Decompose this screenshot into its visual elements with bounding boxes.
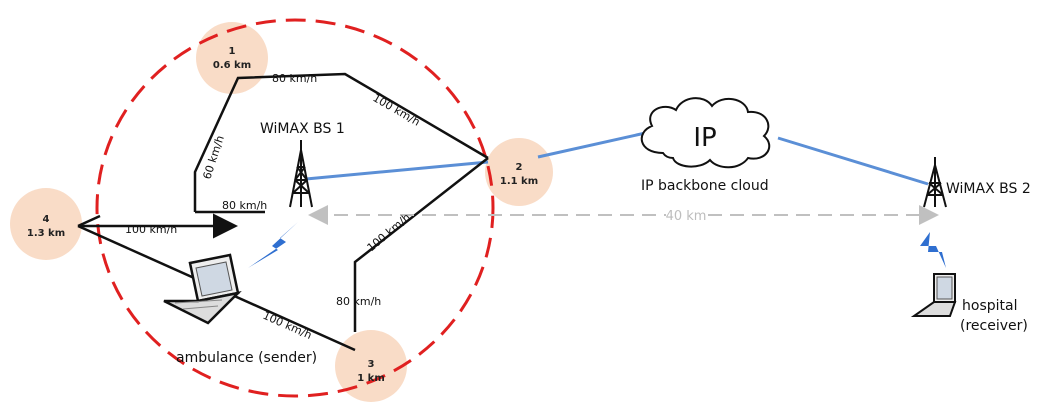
speed-label-1-2: 100 km/h	[371, 91, 423, 128]
wireless-link-bs2-icon	[920, 232, 946, 268]
backbone-link-cloud-right	[777, 136, 929, 186]
speed-label-arrow: 100 km/h	[125, 223, 177, 236]
speed-label-inner: 80 km/h	[222, 199, 267, 212]
speed-label-left: 60 km/h	[200, 134, 226, 181]
receiver-label-line1: hospital	[962, 298, 1017, 314]
waypoint-2-circle	[485, 138, 553, 206]
route-path-2-3	[353, 157, 489, 332]
cloud-caption: IP backbone cloud	[641, 178, 769, 194]
wireless-link-bs1-icon	[248, 222, 298, 268]
waypoint-2-number: 2	[516, 162, 523, 173]
speed-label-top: 80 km/h	[272, 72, 317, 85]
ambulance-laptop-icon	[163, 253, 242, 325]
waypoint-4-distance: 1.3 km	[27, 228, 65, 239]
hospital-laptop-icon	[910, 273, 957, 317]
waypoint-3-distance: 1 km	[357, 373, 385, 384]
distance-label: 40 km	[666, 209, 707, 224]
waypoint-3-number: 3	[368, 359, 375, 370]
backbone-link-bs1	[305, 160, 489, 181]
waypoint-1-circle	[196, 22, 268, 94]
bs1-label: WiMAX BS 1	[260, 121, 345, 137]
backbone-link-cloud-left	[537, 130, 651, 159]
speed-label-3-vertical: 80 km/h	[336, 295, 381, 308]
waypoint-1-number: 1	[229, 46, 236, 57]
receiver-label-line2: (receiver)	[960, 318, 1028, 334]
wimax-bs2-tower-icon	[923, 157, 947, 208]
sender-label: ambulance (sender)	[176, 350, 317, 366]
speed-label-2-3: 100 km/h	[365, 211, 413, 255]
route-path-1-2	[193, 72, 489, 212]
wimax-bs1-tower-icon	[289, 140, 313, 208]
waypoint-2-distance: 1.1 km	[500, 176, 538, 187]
waypoint-4-circle	[10, 188, 82, 260]
waypoint-4-number: 4	[43, 214, 50, 225]
speed-label-4-3: 100 km/h	[261, 309, 314, 342]
waypoint-1-distance: 0.6 km	[213, 60, 251, 71]
cloud-label: IP	[693, 123, 716, 153]
ip-cloud-icon	[640, 97, 771, 169]
bs2-label: WiMAX BS 2	[946, 181, 1031, 197]
route-path-4-north	[77, 214, 101, 228]
